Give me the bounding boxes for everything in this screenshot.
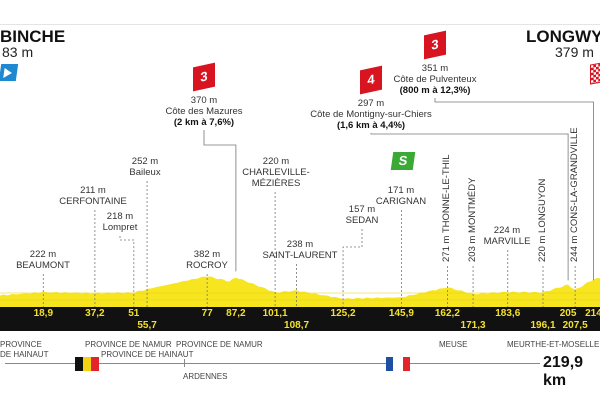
place-vertical-label: 271 m THONNE-LE-THIL [441,154,453,262]
region-label: MEUSE [439,340,468,349]
start-alt: 83 m [2,44,34,60]
km-marker: 205 [559,308,577,319]
climb-detail: (2 km à 7,6%) [173,117,235,128]
km-marker: 101,1 [262,308,288,319]
top-rule [0,24,600,25]
start-name: BINCHE [0,27,66,46]
climb-name: Côte de Pulventeux [393,74,477,85]
place-leader-line [119,236,135,307]
climb-detail: (800 m à 12,3%) [399,85,471,96]
place-name: SAINT-LAURENT [262,250,338,261]
climb-detail: (1,6 km à 4,4%) [336,120,406,131]
km-marker: 87,2 [226,308,246,319]
place-vertical-label: 244 m CONS-LA-GRANDVILLE [569,127,581,262]
region-label: PROVINCE [0,340,42,349]
place-vertical-label: 220 m LONGUYON [537,178,548,262]
climb-altitude: 297 m [357,98,385,109]
km-marker: 196,1 [530,320,556,331]
climb-leader-line [370,133,569,281]
finish-name: LONGWY [526,27,600,46]
region-label: DE HAINAUT [0,350,49,359]
km-marker: 51 [128,308,140,319]
climb-name: Côte de Montigny-sur-Chiers [310,109,432,120]
km-marker: 37,2 [85,308,105,319]
place-vertical-label: 203 m MONTMÉDY [467,177,479,262]
km-marker: 171,3 [460,320,486,331]
place-name: CARIGNAN [375,196,427,207]
place-altitude: 171 m [387,185,415,196]
climb-leader-line [434,98,594,281]
km-marker: 55,7 [137,320,157,331]
climb-altitude: 370 m [190,95,218,106]
route-line [5,363,540,364]
place-altitude: 238 m [286,239,314,250]
place-name: Baileux [129,167,161,178]
place-name: BEAUMONT [16,260,70,271]
place-altitude: 222 m [29,249,57,260]
km-band [0,307,600,331]
place-name: ROCROY [186,260,228,271]
km-marker: 125,2 [330,308,356,319]
place-name: MARVILLE [483,236,531,247]
place-altitude: 220 m [262,156,290,167]
km-marker: 18,9 [33,308,54,319]
km-marker: 77 [201,308,213,319]
km-marker: 145,9 [388,308,414,319]
place-name: SEDAN [345,215,379,226]
climb-category-icon: 3 [193,62,215,92]
region-label: PROVINCE DE HAINAUT [101,350,194,359]
region-label: ARDENNES [183,372,228,381]
profile-area [0,276,600,307]
place-name: CHARLEVILLE- [242,167,310,178]
border-tick [184,359,185,367]
finish-alt: 379 m [555,44,594,60]
climb-leader-line [203,130,237,272]
km-marker: 214 [585,308,600,319]
place-altitude: 157 m [348,204,376,215]
km-marker: 162,2 [434,308,460,319]
place-altitude: 224 m [493,225,521,236]
place-leader-line [342,229,363,307]
climb-category-icon: 3 [424,30,446,60]
region-label: PROVINCE DE NAMUR [176,340,263,349]
place-altitude: 252 m [131,156,159,167]
belgium-flag-icon [75,357,99,371]
km-marker: 207,5 [562,320,588,331]
place-name: Lompret [102,222,138,233]
france-flag-icon [386,357,410,371]
climb-altitude: 351 m [421,63,449,74]
region-label: MEURTHE-ET-MOSELLE [507,340,600,349]
place-name: CERFONTAINE [59,196,127,207]
place-altitude: 211 m [80,185,106,196]
place-altitude: 218 m [106,211,134,222]
km-marker: 183,6 [495,308,521,319]
sprint-icon: S [390,152,416,170]
climb-name: Côte des Mazures [165,106,243,117]
region-label: PROVINCE DE NAMUR [85,340,172,349]
place-name: MÉZIÈRES [251,178,301,189]
climb-category-icon: 4 [360,65,382,95]
place-altitude: 382 m [193,249,221,260]
km-marker: 108,7 [284,320,310,331]
total-distance: 219,9 km [543,354,584,389]
